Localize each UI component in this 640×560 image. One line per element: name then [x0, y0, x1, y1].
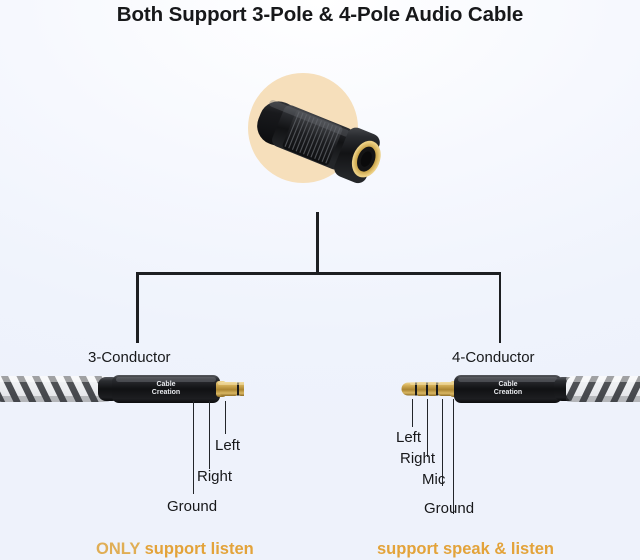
- caption-3-conductor-rest: support listen: [140, 540, 254, 558]
- connector-stem-line: [316, 212, 319, 274]
- caption-4-conductor: support speak & listen: [377, 540, 554, 558]
- pin-label-right-3: Right: [197, 468, 233, 485]
- pin-label-mic-4: Mic: [422, 471, 446, 488]
- pin-label-ground-4: Ground: [424, 500, 475, 517]
- leader-line-right-right: [427, 399, 429, 457]
- leader-line-right-left: [209, 401, 211, 469]
- connector-branch-left: [136, 272, 139, 343]
- plug-3-conductor: Cable Creation: [0, 362, 265, 422]
- pin-label-left-3: Left: [215, 437, 241, 454]
- brand-line-1: Cable: [156, 381, 175, 388]
- leader-line-ground-left: [193, 401, 195, 494]
- audio-coupler-adapter: [249, 88, 389, 193]
- brand-line-2: Creation: [494, 389, 522, 396]
- leader-line-ground-right: [453, 399, 455, 514]
- leader-line-mic-right: [442, 399, 444, 486]
- leader-line-left-left: [225, 401, 227, 434]
- pin-label-ground-3: Ground: [167, 498, 218, 515]
- pin-label-right-4: Right: [400, 450, 436, 467]
- branch-label-4-conductor: 4-Conductor: [452, 349, 535, 366]
- caption-3-conductor: ONLY support listen: [96, 540, 254, 559]
- leader-line-left-right: [412, 399, 414, 427]
- branch-label-3-conductor: 3-Conductor: [88, 349, 171, 366]
- plug-4-conductor: Cable Creation: [396, 362, 640, 422]
- caption-3-conductor-emphasis: ONLY: [96, 540, 141, 558]
- connector-horizontal-bar: [136, 272, 501, 275]
- connector-branch-right: [498, 272, 501, 343]
- brand-line-2: Creation: [152, 389, 180, 396]
- pin-label-left-4: Left: [396, 429, 422, 446]
- page-title: Both Support 3-Pole & 4-Pole Audio Cable: [116, 3, 524, 26]
- brand-line-1: Cable: [498, 381, 517, 388]
